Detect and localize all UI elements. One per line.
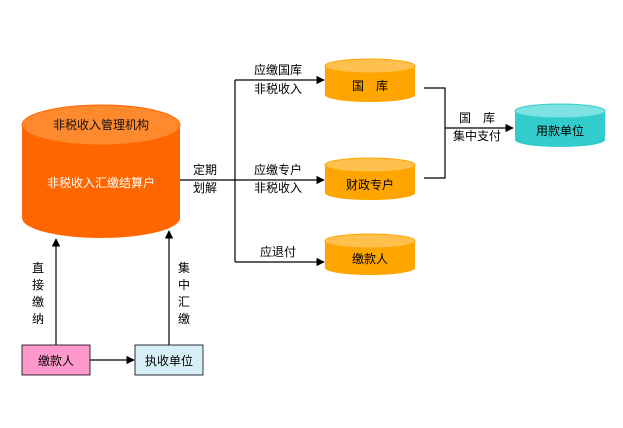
finance-account-cylinder: 财政专户 [324, 157, 416, 200]
periodic-transfer-line-2: 划解 [193, 181, 217, 195]
to-finance-line-1: 应缴专户 [254, 162, 302, 177]
to-finance-line-2: 非税收入 [254, 181, 302, 195]
direct-pay-char-2: 接 [32, 277, 44, 292]
central-collect-char-2: 中 [178, 277, 190, 292]
payer-refund-cylinder-top [324, 233, 416, 249]
user-unit-label: 用款单位 [536, 123, 584, 138]
treasury-pay-line-2: 集中支付 [453, 128, 501, 143]
main-account-cylinder: 非税收入管理机构 非税收入汇缴结算户 [21, 104, 181, 238]
treasury-cylinder-body [325, 66, 415, 102]
main-account-label: 非税收入汇缴结算户 [47, 175, 155, 190]
to-treasury-line-2: 非税收入 [254, 82, 302, 96]
payer-refund-cylinder-body [325, 241, 415, 275]
user-unit-cylinder-body [515, 111, 605, 147]
payer-refund-cylinder: 缴款人 [324, 233, 416, 275]
collector-box-rect [134, 344, 204, 376]
periodic-transfer-line-1: 定期 [193, 162, 217, 177]
treasury-pay-line-1: 国 库 [459, 110, 495, 125]
treasury-cylinder-top [324, 58, 416, 74]
payer-box-rect [21, 344, 91, 376]
central-collect-char-4: 缴 [178, 311, 190, 326]
central-collect-char-1: 集 [178, 260, 190, 275]
main-cylinder-top [21, 104, 181, 146]
to-treasury-line-1: 应缴国库 [254, 62, 302, 77]
finance-cylinder-top [324, 157, 416, 173]
connectors [51, 75, 514, 365]
direct-pay-char-3: 缴 [32, 294, 44, 309]
line-treasury-out [424, 87, 446, 179]
treasury-label: 国 库 [352, 78, 388, 93]
central-collect-char-3: 汇 [178, 295, 190, 309]
finance-account-label: 财政专户 [346, 177, 394, 192]
direct-pay-char-4: 纳 [32, 312, 44, 326]
payer-label: 缴款人 [38, 353, 74, 368]
finance-cylinder-body [325, 165, 415, 200]
edge-labels: 直 接 缴 纳 集 中 汇 缴 定期 划解 应缴国库 非税收入 应缴专户 非税收… [32, 62, 501, 326]
refund-label: 应退付 [260, 244, 296, 259]
user-unit-cylinder: 用款单位 [514, 103, 606, 147]
user-unit-cylinder-top [514, 103, 606, 119]
payer-refund-label: 缴款人 [352, 251, 388, 266]
collector-label: 执收单位 [145, 353, 193, 368]
main-account-title: 非税收入管理机构 [53, 117, 149, 132]
treasury-cylinder: 国 库 [324, 58, 416, 102]
collector-box: 执收单位 [134, 344, 204, 376]
main-cylinder-body [22, 125, 180, 238]
payer-box: 缴款人 [21, 344, 91, 376]
direct-pay-char-1: 直 [32, 261, 44, 275]
